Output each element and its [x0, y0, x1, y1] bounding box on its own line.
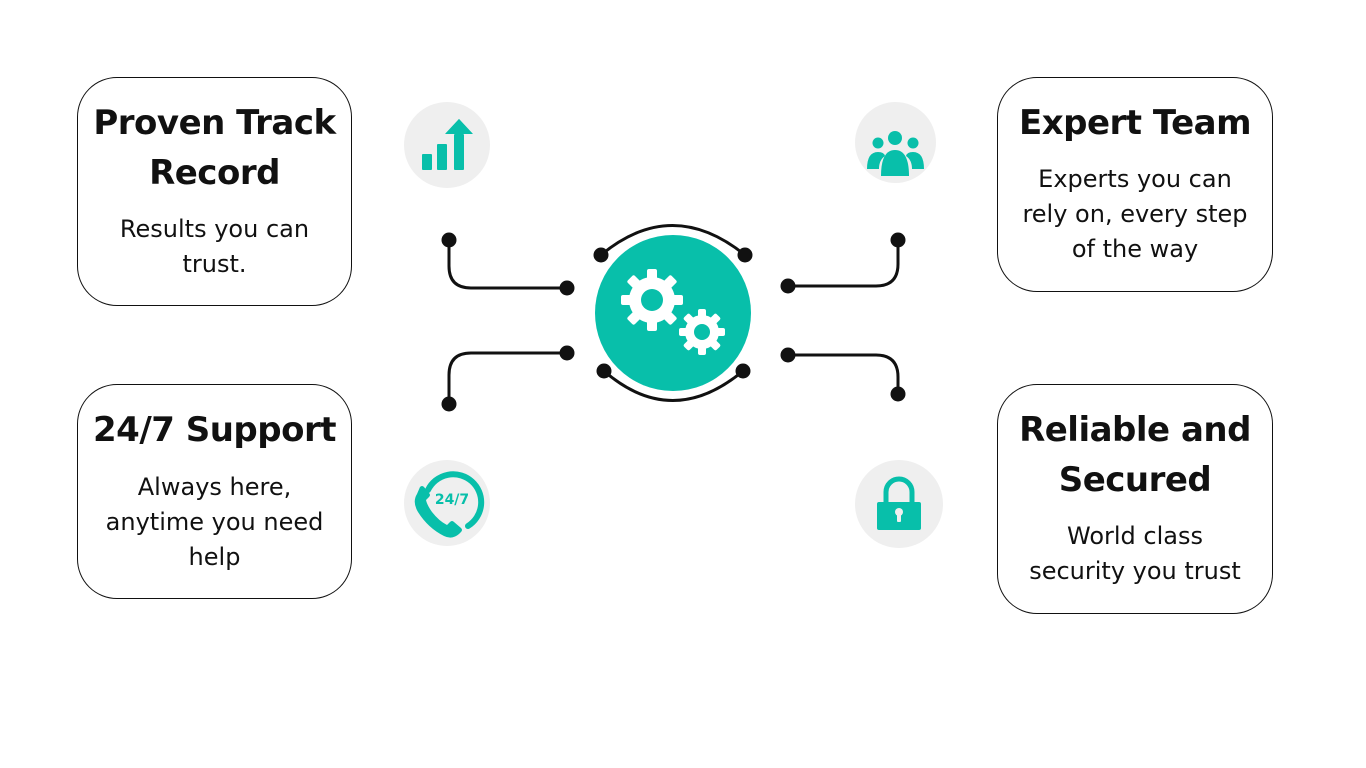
team-icon — [855, 102, 936, 183]
gears-icon — [621, 269, 683, 331]
card-title: 24/7 Support — [93, 410, 336, 450]
card-reliable-secured: Reliable and Secured World class securit… — [997, 384, 1273, 614]
card-title: Reliable and Secured — [1019, 410, 1251, 500]
card-title: Expert Team — [1018, 103, 1252, 143]
chart-growth-icon — [404, 102, 490, 188]
central-hub-diagram — [420, 200, 940, 440]
card-description: World class security you trust — [1029, 522, 1241, 585]
phone-24-7-icon: 24/7 — [404, 460, 490, 546]
card-support: 24/7 Support Always here, anytime you ne… — [77, 384, 352, 599]
lock-icon — [855, 460, 943, 548]
card-title: Proven Track Record — [93, 103, 336, 193]
card-expert-team: Expert Team Experts you can rely on, eve… — [997, 77, 1273, 292]
card-description: Results you can trust. — [119, 215, 310, 278]
card-description: Always here, anytime you need help — [105, 473, 324, 571]
card-description: Experts you can rely on, every step of t… — [1022, 165, 1248, 263]
card-proven-track-record: Proven Track Record Results you can trus… — [77, 77, 352, 306]
support-icon-text: 24/7 — [435, 492, 469, 508]
